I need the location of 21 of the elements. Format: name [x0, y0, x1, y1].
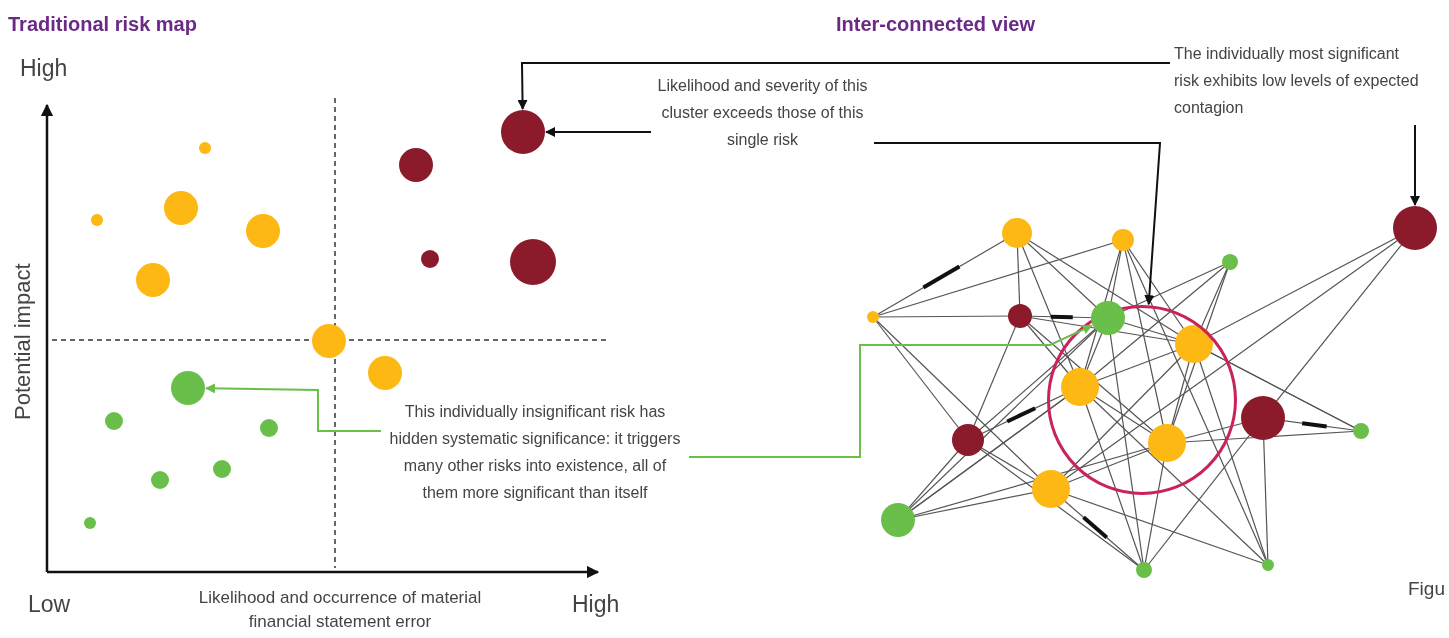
- axis-label: High: [20, 54, 68, 83]
- heading: Inter-connected view: [836, 12, 1035, 37]
- arrow: [517, 62, 1171, 110]
- axis-label: Low: [28, 590, 71, 619]
- callout-text: This individually insignificant risk has hidden systematic significance: it triggers many other risks into existence, all of them more significant than itself: [388, 402, 682, 503]
- callout-text: Likelihood and severity of this cluster exceeds those of this single risk: [656, 76, 869, 150]
- arrow: [1410, 124, 1420, 206]
- risk-bubble: [1091, 301, 1125, 335]
- arrow: [545, 127, 652, 137]
- callout-text: The individually most significant risk exhibits low levels of expected contagion: [1174, 44, 1419, 118]
- heading: Traditional risk map: [8, 12, 197, 37]
- arrow: [688, 324, 1093, 458]
- arrow: [205, 383, 382, 432]
- arrow: [873, 142, 1162, 306]
- risk-bubble: [501, 110, 545, 154]
- axis-label: High: [572, 590, 620, 619]
- risk-bubble: [1393, 206, 1437, 250]
- figure-caption: Figu: [1408, 577, 1445, 601]
- axis-title: Potential impact: [9, 263, 36, 420]
- axis-title: Likelihood and occurrence of material financial statement error: [197, 587, 483, 633]
- risk-bubble: [171, 371, 205, 405]
